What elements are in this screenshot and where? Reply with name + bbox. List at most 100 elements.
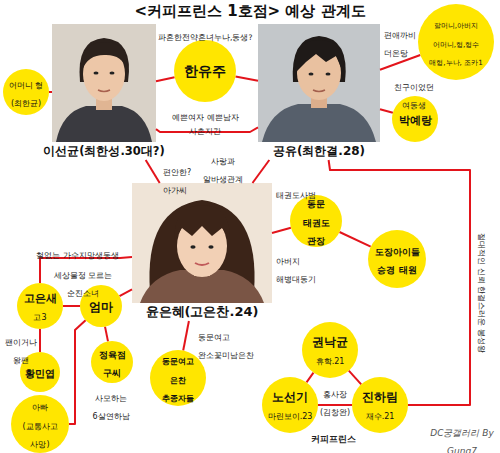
relation-line bbox=[183, 321, 189, 351]
relation-label-box: 사모하는 6살연하남 bbox=[82, 387, 140, 424]
circle-text: 권낙균 bbox=[312, 335, 348, 349]
note-label: 예쁜여자 예쁜남자 bbox=[172, 113, 239, 122]
text-line: 노선기 bbox=[266, 387, 314, 405]
relation-line bbox=[236, 77, 259, 81]
circle-fill bbox=[368, 230, 426, 288]
note-label-box: 예쁜여자 예쁜남자 bbox=[172, 106, 239, 124]
note-label-box: DC궁갤러리 By Gung7 bbox=[428, 422, 496, 453]
circle-text: 재수.21 bbox=[366, 412, 395, 421]
text-wrap: 이선균(최한성.30대?) bbox=[43, 141, 165, 160]
person-circle: 동문 태권도 관장 bbox=[290, 195, 342, 247]
relation-label: 누나,동생? bbox=[214, 33, 252, 42]
relation-label-box: 동문여고 완소꽃미남은찬 bbox=[198, 326, 260, 363]
person-circle: 할머니,아버지 어머니,형,형수 매형,누나, 조카1 bbox=[418, 4, 494, 80]
circle-text: 한유주 bbox=[184, 63, 226, 79]
portrait-photo bbox=[52, 24, 156, 142]
relation-line bbox=[49, 91, 52, 93]
circle-text: 진하림 bbox=[362, 390, 398, 404]
relation-label-box: 파혼한전약혼녀 bbox=[158, 26, 214, 44]
circle-text: 노선기 bbox=[272, 390, 308, 404]
text-line: 권낙균 bbox=[306, 332, 354, 350]
circle-fill bbox=[352, 377, 408, 433]
relation-label: 세상물정 모르는 순진소녀 bbox=[54, 271, 113, 298]
person-circle: 한유주 bbox=[174, 40, 236, 102]
note-label-box: 홍사장 (김창완) bbox=[316, 383, 354, 420]
relation-label-box: 편애까비더온탕 bbox=[384, 24, 418, 61]
text-line: 박예랑 bbox=[395, 110, 435, 128]
person-circle: 권낙균휴학.21 bbox=[302, 322, 358, 378]
text-wrap: 고은새고3 bbox=[20, 288, 60, 325]
relation-line bbox=[307, 373, 314, 383]
portrait-photo bbox=[258, 24, 380, 142]
person-circle: 진하림재수.21 bbox=[352, 377, 408, 433]
text-line: 아빠 (교통사고 사망) bbox=[20, 396, 60, 451]
relation-label: 친구이었던 여동생 bbox=[394, 83, 434, 110]
circle-fill bbox=[302, 322, 358, 378]
relation-label: 편애까비더온탕 bbox=[384, 31, 416, 58]
person-name: 윤은혜(고은찬.24) bbox=[146, 304, 259, 319]
note-label-box: 아버지 해병대동기 bbox=[276, 250, 322, 287]
text-wrap: 동문여고 은찬 추종자들 bbox=[158, 350, 198, 405]
text-wrap: 진하림재수.21 bbox=[356, 387, 404, 424]
relation-line bbox=[39, 329, 41, 352]
circle-shape bbox=[3, 69, 49, 115]
circle-text: 어머니 형(최한균) bbox=[9, 81, 44, 108]
relation-label: 사촌지간 bbox=[189, 127, 221, 136]
circle-text: 할머니,아버지 어머니,형,형수 매형,누나, 조카1 bbox=[429, 21, 482, 67]
relation-label: 절대적인 신뢰 한결스러운 봉성왕 bbox=[477, 233, 486, 353]
circle-text: 황민엽 bbox=[25, 368, 55, 379]
circle-text: 동문여고 은찬 추종자들 bbox=[162, 356, 194, 403]
circle-text: 휴학.21 bbox=[316, 357, 345, 366]
circle-fill bbox=[3, 69, 49, 115]
relation-label: 철없는 가수지망생동생 bbox=[36, 251, 119, 260]
note-label: 커피프린스 꽃돌이3인방 bbox=[307, 434, 358, 453]
text-wrap: 어머니 형(최한균) bbox=[5, 74, 47, 111]
relation-line bbox=[69, 320, 86, 424]
circle-text: 아빠 (교통사고 사망) bbox=[22, 403, 57, 449]
circle-fill bbox=[91, 341, 133, 383]
relation-label-box: 편안한? 아가씨 bbox=[163, 161, 199, 198]
circle-fill bbox=[150, 350, 206, 406]
relation-line bbox=[105, 327, 108, 342]
circle-text: 도장아이들 승경 태원 bbox=[375, 247, 420, 275]
title-box: <커피프린스 1호점> 예상 관계도 bbox=[0, 2, 500, 20]
text-line: 마린보이.23 bbox=[266, 405, 314, 423]
relation-label-box: 절대적인 신뢰 한결스러운 봉성왕 bbox=[475, 228, 493, 358]
circle-fill bbox=[418, 4, 494, 80]
relation-line bbox=[318, 404, 352, 406]
text-wrap: 권낙균휴학.21 bbox=[306, 332, 354, 369]
text-wrap: 노선기마린보이.23 bbox=[266, 387, 314, 424]
circle-text: 엄마 bbox=[89, 300, 113, 314]
portrait-node: 이선균(최한성.30대?) bbox=[52, 24, 156, 160]
circle-fill bbox=[262, 377, 318, 433]
text-line: 할머니,아버지 어머니,형,형수 매형,누나, 조카1 bbox=[426, 14, 486, 69]
note-label: 홍사장 (김창완) bbox=[320, 390, 350, 417]
person-name: 이선균(최한성.30대?) bbox=[43, 144, 165, 158]
text-line: 엄마 bbox=[83, 297, 119, 315]
relation-label: 동문여고 완소꽃미남은찬 bbox=[198, 333, 254, 360]
relation-line bbox=[120, 289, 133, 296]
note-label: 태권도사범 bbox=[276, 191, 316, 200]
text-line: 공유(최한결.28) bbox=[273, 141, 365, 159]
relation-line bbox=[63, 305, 80, 307]
note-label: DC궁갤러리 By Gung7 bbox=[430, 428, 494, 453]
circle-shape bbox=[352, 377, 408, 433]
circle-shape bbox=[17, 283, 63, 329]
portrait-node: 공유(최한결.28) bbox=[258, 24, 380, 160]
person-circle: 고은새고3 bbox=[17, 283, 63, 329]
text-wrap: 박예랑 bbox=[395, 110, 435, 128]
portrait-node: 윤은혜(고은찬.24) bbox=[132, 183, 272, 321]
circle-text: 고은새 bbox=[24, 292, 57, 305]
relation-line bbox=[272, 228, 291, 233]
relation-label-box: 사랑과 알바생관계 bbox=[200, 150, 246, 187]
circle-text: 마린보이.23 bbox=[268, 412, 313, 421]
relation-line bbox=[253, 160, 270, 183]
note-label-box: 태권도사범 bbox=[276, 184, 316, 202]
text-line: 도장아이들 승경 태원 bbox=[373, 241, 421, 278]
text-wrap: 할머니,아버지 어머니,형,형수 매형,누나, 조카1 bbox=[426, 14, 486, 69]
relation-label-box: 철없는 가수지망생동생 bbox=[36, 244, 119, 262]
portrait-photo bbox=[132, 183, 272, 303]
relation-label-box: 사촌지간 bbox=[189, 120, 221, 138]
person-name: 공유(최한결.28) bbox=[273, 144, 365, 158]
